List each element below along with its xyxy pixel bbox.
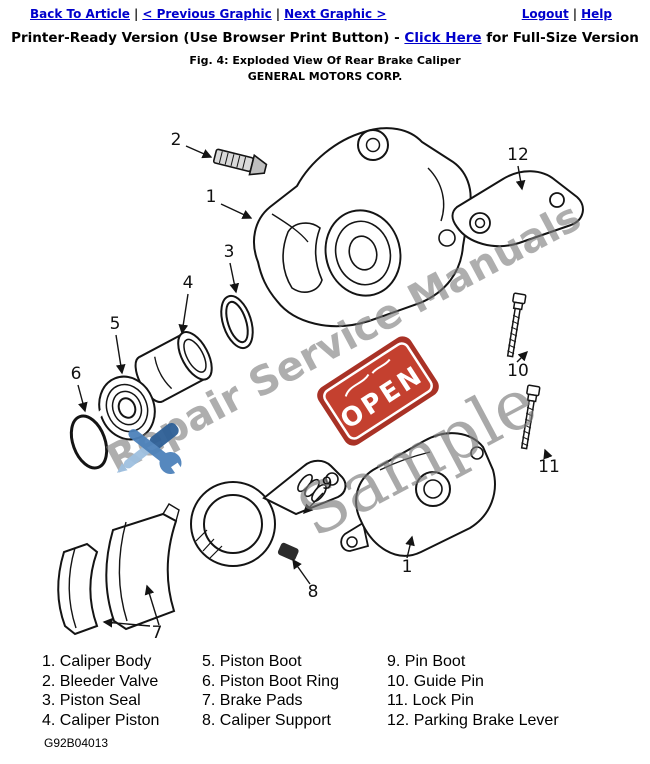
previous-graphic-link[interactable]: < Previous Graphic (142, 7, 272, 21)
piston-boot-shape (98, 375, 156, 441)
legend-item: 11. Lock Pin (387, 692, 474, 709)
legend-item: 4. Caliper Piston (42, 711, 160, 729)
legend-item: 3. Piston Seal (42, 692, 141, 709)
legend-item: 7. Brake Pads (202, 692, 303, 709)
legend-column-2: 5. Piston Boot 6. Piston Boot Ring 7. Br… (202, 652, 387, 730)
legend-item: 5. Piston Boot (202, 653, 302, 670)
click-here-link[interactable]: Click Here (404, 30, 482, 46)
printer-ready-suffix: for Full-Size Version (481, 30, 639, 46)
parking-brake-lever-shape (451, 170, 584, 248)
next-graphic-link[interactable]: Next Graphic > (284, 7, 387, 21)
pin-boot-shape (297, 473, 327, 503)
separator: | (572, 7, 578, 21)
part-callout-9: 9 (321, 474, 333, 494)
printer-ready-prefix: Printer-Ready Version (Use Browser Print… (11, 30, 405, 46)
legend-item: 1. Caliper Body (42, 653, 152, 670)
caliper-piston-shape (134, 331, 213, 403)
lock-pin-shape (520, 384, 541, 450)
nav-right: Logout|Help (522, 7, 612, 21)
part-callout-2: 2 (170, 130, 182, 150)
caliper-inner-assembly-shape (190, 459, 347, 567)
legend-item: 2. Bleeder Valve (42, 672, 159, 690)
part-callout-1: 1 (401, 557, 413, 577)
part-callout-12: 12 (507, 145, 529, 165)
separator: | (275, 7, 281, 21)
company-name: GENERAL MOTORS CORP. (247, 70, 403, 83)
piston-boot-ring-shape (69, 409, 109, 470)
help-link[interactable]: Help (581, 7, 612, 21)
legend-item: 6. Piston Boot Ring (202, 672, 339, 690)
printer-ready-title: Printer-Ready Version (Use Browser Print… (0, 30, 650, 46)
watermark-primary: Repair Service Manuals (99, 194, 588, 483)
legend-item: 9. Pin Boot (387, 653, 466, 670)
part-callout-4: 4 (182, 273, 194, 293)
guide-pin-shape (506, 292, 527, 358)
caliper-support-shape (340, 432, 496, 557)
support-stud-shape (277, 542, 299, 561)
back-to-article-link[interactable]: Back To Article (30, 7, 130, 21)
parts-legend: 1. Caliper Body 2. Bleeder Valve 3. Pist… (42, 652, 559, 730)
logout-link[interactable]: Logout (521, 7, 569, 21)
part-callout-3: 3 (223, 242, 235, 262)
part-callout-1: 1 (205, 187, 217, 207)
watermark-secondary: Sample (285, 363, 549, 553)
legend-column-3: 9. Pin Boot 10. Guide Pin 11. Lock Pin 1… (387, 652, 559, 730)
part-callout-8: 8 (307, 582, 319, 602)
figure-caption: Fig. 4: Exploded View Of Rear Brake Cali… (189, 54, 461, 67)
open-sign: OPEN (317, 336, 439, 446)
legend-item: 8. Caliper Support (202, 711, 331, 729)
part-callout-6: 6 (70, 364, 82, 384)
open-sign-label: OPEN (335, 360, 429, 436)
brake-pads-shape (57, 503, 180, 636)
part-callout-10: 10 (507, 361, 529, 381)
part-callout-5: 5 (109, 314, 121, 334)
bleeder-valve-shape (212, 148, 268, 176)
legend-item: 10. Guide Pin (387, 672, 484, 690)
part-callout-11: 11 (538, 457, 560, 477)
figure-id: G92B04013 (44, 736, 109, 750)
piston-seal-shape (220, 294, 254, 350)
separator: | (133, 7, 139, 21)
legend-item: 12. Parking Brake Lever (387, 711, 559, 729)
top-nav: Back To Article|< Previous Graphic|Next … (0, 0, 650, 21)
part-callout-7: 7 (151, 623, 163, 643)
legend-column-1: 1. Caliper Body 2. Bleeder Valve 3. Pist… (42, 652, 202, 730)
caliper-body-shape (253, 127, 472, 328)
nav-left: Back To Article|< Previous Graphic|Next … (30, 7, 386, 21)
leader-lines (77, 145, 553, 628)
wrench-tool-icon (116, 422, 186, 479)
